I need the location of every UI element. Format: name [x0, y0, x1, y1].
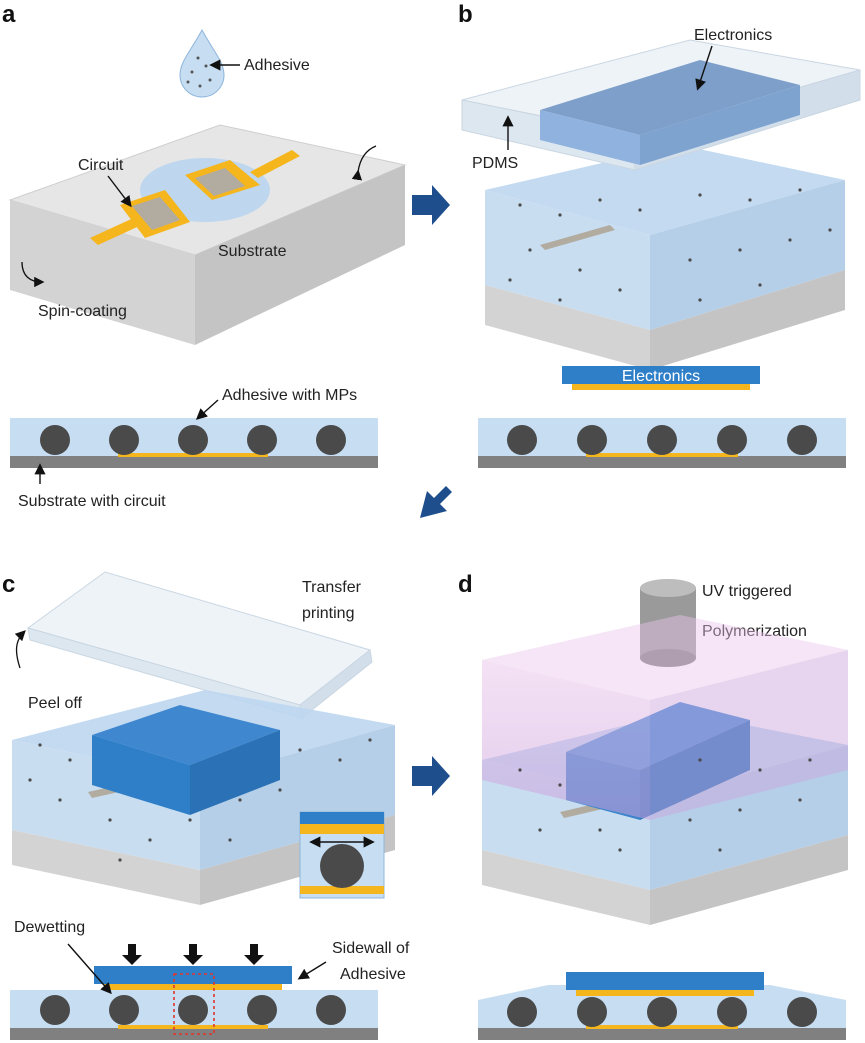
electronics-block — [540, 60, 800, 165]
cross-section-b: Electronics — [478, 366, 846, 468]
panel-a: a Adhesive Circuit Substrate — [2, 1, 407, 510]
substrate-circuit-label: Substrate with circuit — [18, 493, 166, 510]
panel-c: c Transfer printing Peel off — [2, 571, 410, 1040]
uv-label-line1: UV triggered — [702, 583, 792, 600]
spin-coating-label: Spin-coating — [38, 303, 127, 320]
uv-label-line2: Polymerization — [702, 623, 807, 640]
sidewall-label-line1: Sidewall of — [332, 940, 410, 957]
adhesive-mps-label: Adhesive with MPs — [222, 387, 357, 404]
panel-b: b Electronics PDMS — [458, 1, 861, 468]
panel-b-letter: b — [458, 1, 473, 28]
electronics-label: Electronics — [694, 27, 772, 44]
sidewall-label-line2: Adhesive — [340, 966, 406, 983]
panel-d: d UV triggered Polymerization — [458, 571, 848, 1040]
step-arrow-bc — [420, 486, 452, 518]
step-arrow-cd — [412, 756, 450, 796]
peel-off-label: Peel off — [28, 695, 83, 712]
electronics-bar-label: Electronics — [622, 368, 700, 385]
circuit-label: Circuit — [78, 157, 124, 174]
transfer-label-line2: printing — [302, 605, 354, 622]
adhesive-droplet — [179, 28, 225, 98]
dewetting-label: Dewetting — [14, 919, 85, 936]
circuit — [90, 150, 300, 245]
panel-c-letter: c — [2, 571, 15, 598]
electronics-block-c — [92, 705, 280, 815]
uv-light-volume — [482, 615, 848, 820]
cross-section-a — [10, 418, 378, 468]
uv-lamp — [640, 579, 696, 667]
cross-section-d — [478, 972, 846, 1040]
panel-a-letter: a — [2, 1, 16, 28]
dewetting-inset — [299, 811, 385, 899]
substrate-label: Substrate — [218, 243, 287, 260]
adhesive-label: Adhesive — [244, 57, 310, 74]
cross-section-c — [10, 944, 378, 1040]
step-arrow-ab — [412, 185, 450, 225]
transfer-label-line1: Transfer — [302, 579, 362, 596]
panel-d-letter: d — [458, 571, 473, 598]
pdms-label: PDMS — [472, 155, 518, 172]
